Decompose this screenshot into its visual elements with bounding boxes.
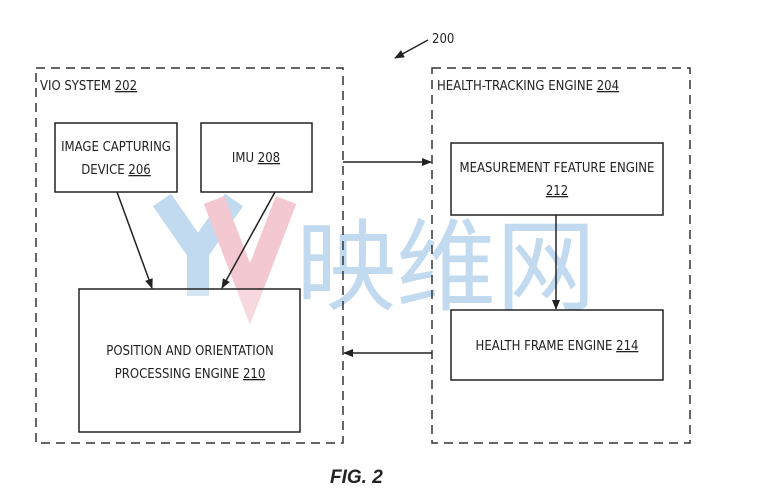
image-capturing-device-block: IMAGE CAPTURING DEVICE 206 [54, 122, 178, 193]
watermark-text: 映维网 [296, 209, 596, 326]
measurement-feature-engine-block: MEASUREMENT FEATURE ENGINE 212 [450, 142, 664, 216]
svg-text:POSITION AND ORIENTATION: POSITION AND ORIENTATION [106, 344, 273, 359]
vio-system-title: VIO SYSTEM 202 [40, 79, 137, 94]
svg-text:PROCESSING ENGINE 210: PROCESSING ENGINE 210 [115, 367, 266, 382]
watermark-v-logo [203, 196, 297, 325]
imu-block: IMU 208 [200, 122, 313, 193]
svg-text:DEVICE 206: DEVICE 206 [81, 163, 150, 178]
svg-text:212: 212 [546, 184, 568, 199]
vio-system-group [35, 67, 344, 444]
health-tracking-title: HEALTH-TRACKING ENGINE 204 [437, 79, 619, 94]
figure-ref: 200 [432, 32, 454, 47]
svg-text:IMU 208: IMU 208 [232, 151, 280, 166]
figure-caption: FIG. 2 [330, 467, 383, 488]
svg-text:MEASUREMENT FEATURE ENGINE: MEASUREMENT FEATURE ENGINE [460, 161, 655, 176]
arrow-imu-to-engine [221, 191, 276, 289]
watermark: 映维网 [152, 193, 596, 326]
arrow-camera-to-engine [116, 191, 153, 289]
svg-text:HEALTH FRAME ENGINE 214: HEALTH FRAME ENGINE 214 [476, 339, 639, 354]
position-orientation-engine-block: POSITION AND ORIENTATION PROCESSING ENGI… [78, 288, 301, 433]
health-tracking-group [431, 67, 691, 444]
svg-text:IMAGE CAPTURING: IMAGE CAPTURING [61, 140, 171, 155]
health-frame-engine-block: HEALTH FRAME ENGINE 214 [450, 309, 664, 381]
figure-ref-arrow [394, 39, 429, 59]
